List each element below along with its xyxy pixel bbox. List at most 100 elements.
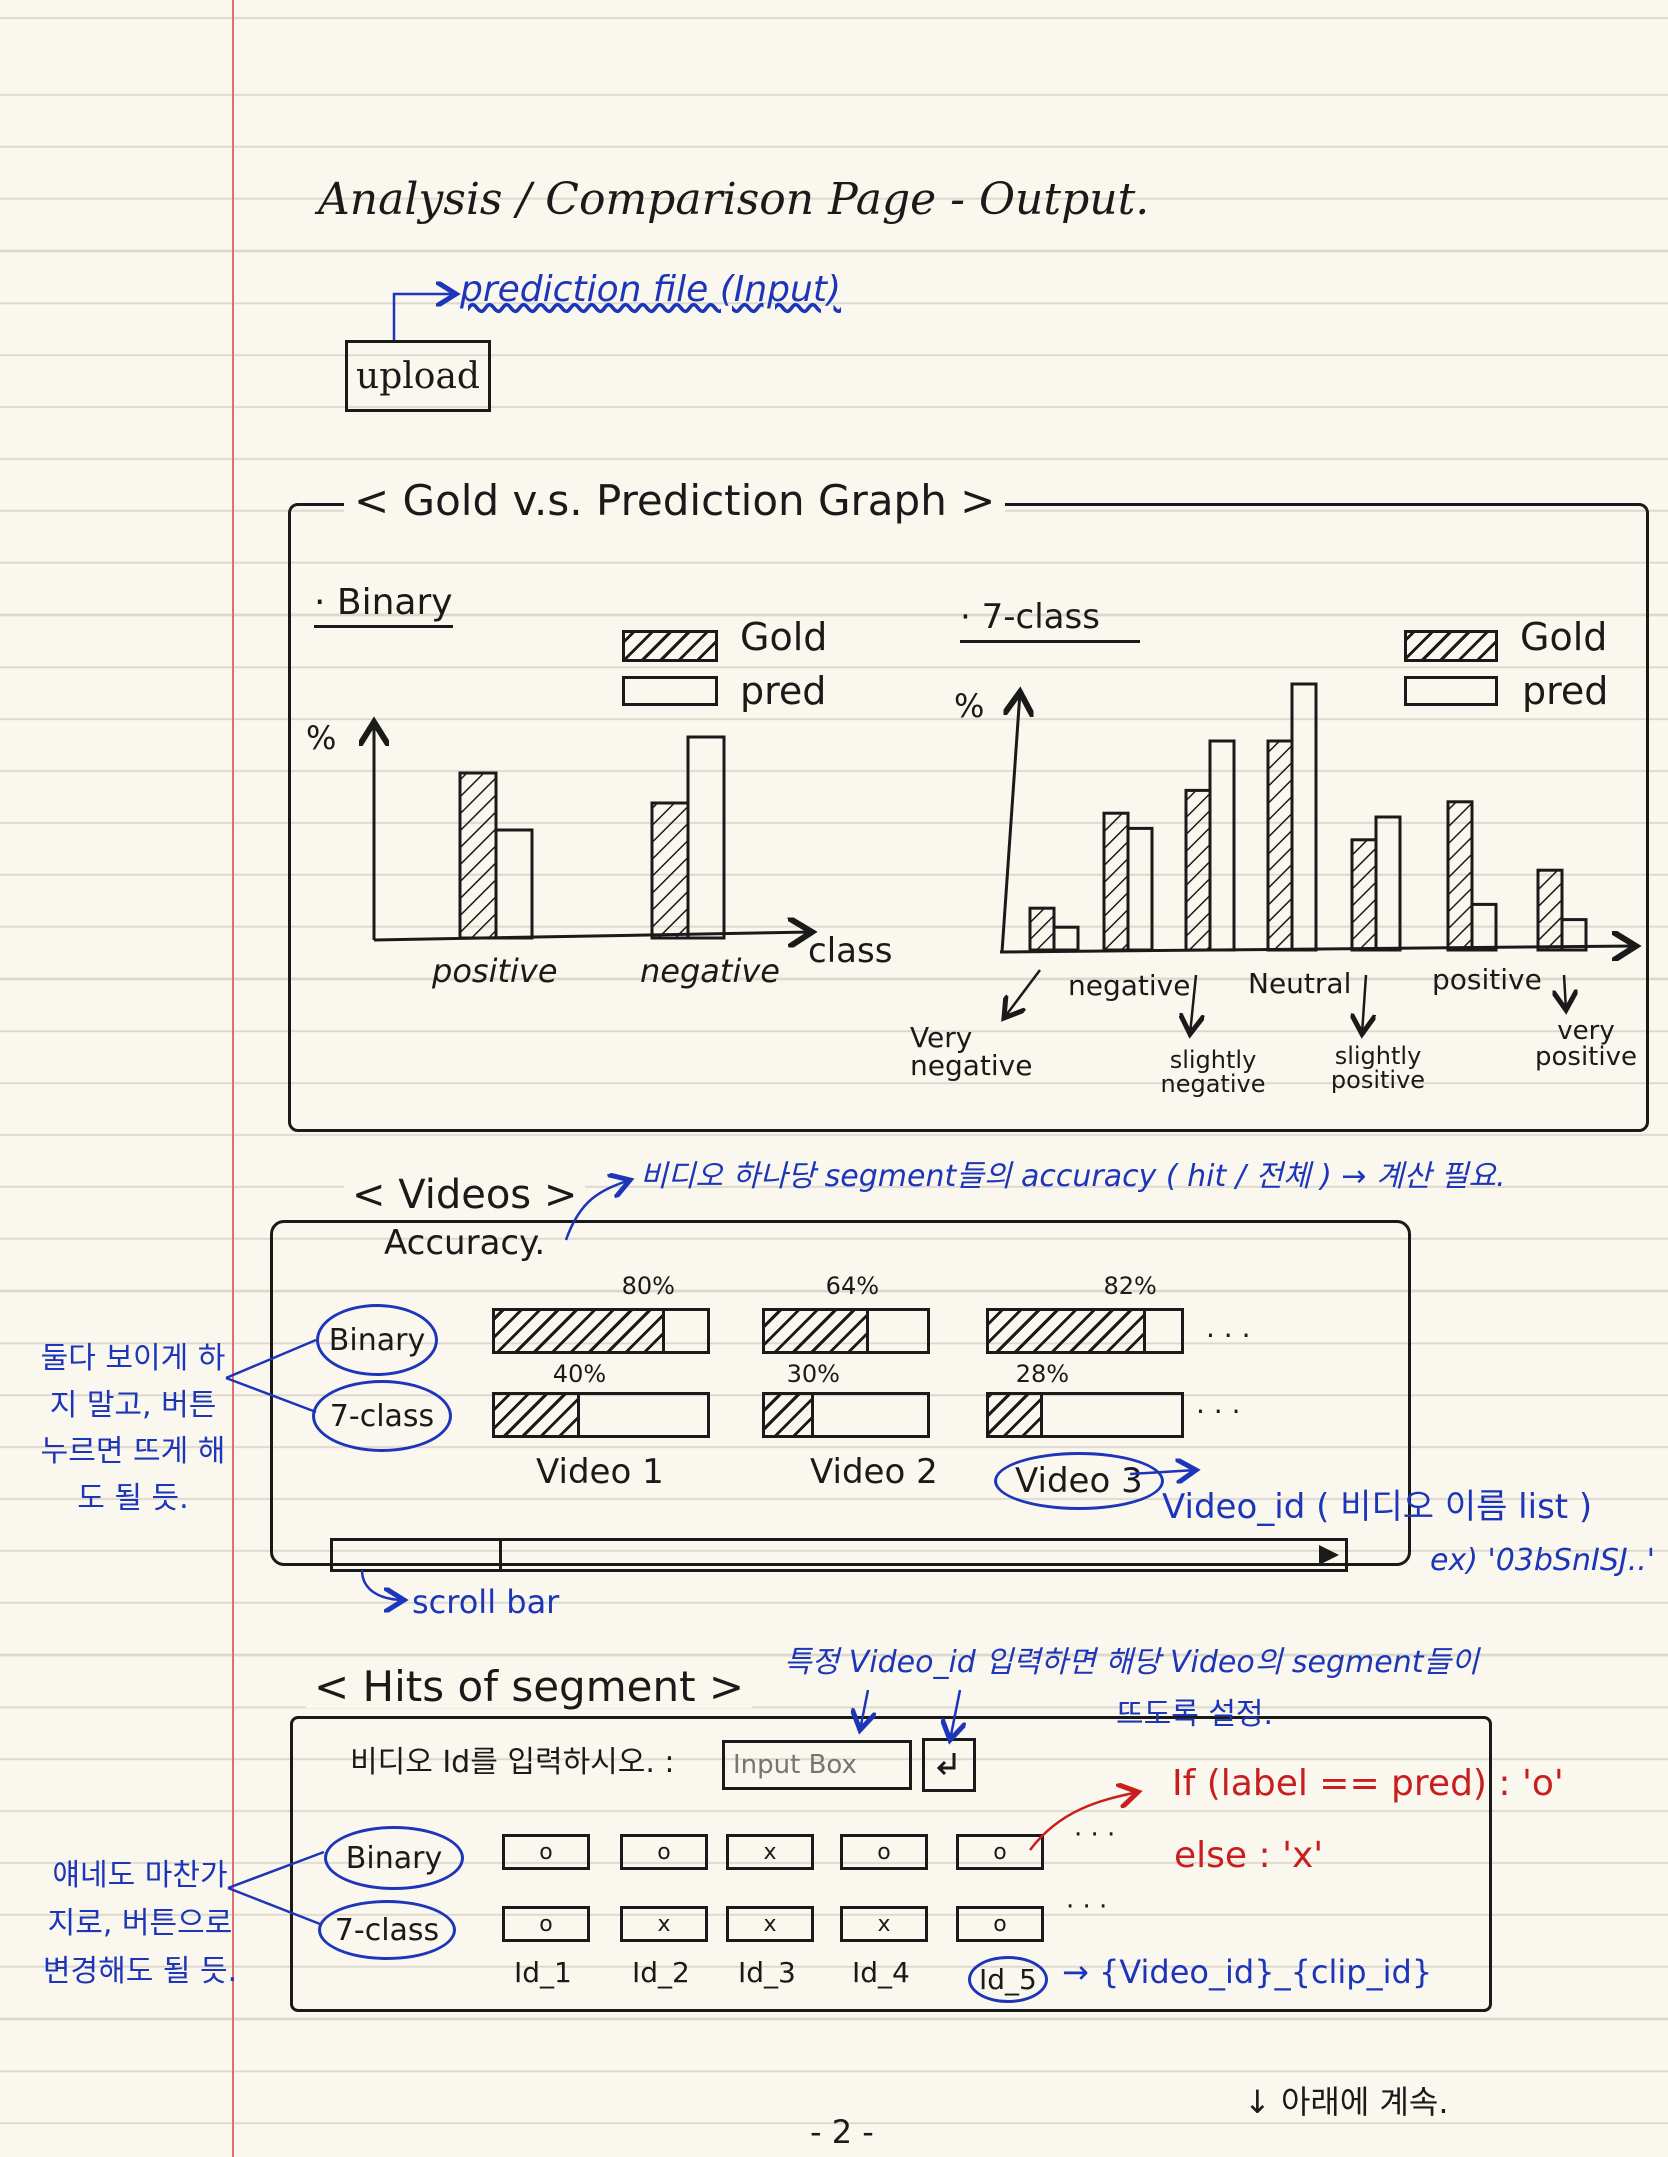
binary-hit-cell: o: [840, 1834, 928, 1870]
label-slightly-positive: slightly positive: [1330, 1042, 1426, 1094]
legend-pred-swatch: [622, 676, 718, 706]
binary-x-label: class: [808, 931, 893, 971]
bar-gold-very-positive: [1536, 868, 1564, 952]
video-id-input[interactable]: [722, 1740, 912, 1790]
hits-binary-button-label: Binary: [345, 1840, 443, 1876]
videos-seven-class-button[interactable]: 7-class: [312, 1380, 452, 1452]
hits-seven-class-button[interactable]: 7-class: [318, 1900, 456, 1960]
hits-side-note: 얘네도 마찬가지로, 버튼으로 변경해도 될 듯.: [42, 1858, 238, 1989]
binary-x-tick-positive: positive: [432, 952, 558, 990]
binary-accuracy-bar: [492, 1308, 710, 1354]
seven-accuracy-bar: [762, 1392, 930, 1438]
legend-pred-label: pred: [740, 669, 827, 713]
videos-seven-ellipsis: · · ·: [1196, 1395, 1241, 1428]
bar-gold-slightly-negative: [1184, 788, 1212, 952]
hits-note-line2: 뜨도록 설정.: [1116, 1697, 1274, 1732]
seven-hit-cell: o: [956, 1906, 1044, 1942]
bar-pred-positive: [494, 828, 534, 940]
bar-gold-negative: [650, 801, 690, 940]
bar-gold-negative: [1102, 811, 1130, 952]
binary-x-axis: [373, 932, 812, 940]
video-id-example: ex) '03bSnISJ..': [1430, 1543, 1656, 1578]
accuracy-label: Accuracy.: [384, 1223, 546, 1263]
seven-accuracy-fill: [989, 1395, 1043, 1435]
video-id-note: Video_id ( 비디오 이름 list ): [1162, 1487, 1593, 1527]
binary-hit-cell: o: [502, 1834, 590, 1870]
binary-accuracy-fill: [765, 1311, 869, 1351]
hits-binary-ellipsis: · · ·: [1074, 1820, 1116, 1850]
seven-accuracy-bar: [492, 1392, 710, 1438]
video-name-3[interactable]: Video 3: [994, 1452, 1164, 1510]
hits-note-line1: 특정 Video_id 입력하면 해당 Video의 segment들이: [784, 1645, 1479, 1680]
binary-accuracy-fill: [495, 1311, 665, 1351]
binary-accuracy-value: 64%: [825, 1272, 880, 1300]
hits-binary-button[interactable]: Binary: [324, 1826, 464, 1890]
label-very-negative: Very negative: [910, 1021, 1033, 1082]
seven-hit-cell: o: [502, 1906, 590, 1942]
videos-binary-button[interactable]: Binary: [316, 1304, 438, 1376]
rule-if: If (label == pred) : 'o': [1172, 1763, 1564, 1804]
bar-pred-Neutral: [1290, 682, 1318, 952]
page-number: - 2 -: [810, 2113, 874, 2151]
seven-accuracy-fill: [495, 1395, 580, 1435]
scrollbar-arrow: [360, 1569, 404, 1600]
seven-accuracy-fill: [765, 1395, 814, 1435]
legend-gold-swatch-7: [1404, 630, 1498, 662]
videos-side-note: 둘다 보이게 하지 말고, 버튼 누르면 뜨게 해도 될 듯.: [40, 1341, 226, 1516]
videos-section-title: < Videos >: [344, 1175, 586, 1215]
scroll-right-arrow-icon[interactable]: [1319, 1545, 1339, 1565]
legend-pred-swatch-7: [1404, 676, 1498, 706]
segment-id-2[interactable]: Id_2: [632, 1956, 690, 1989]
margin-line: [232, 0, 234, 2157]
videos-binary-ellipsis: · · ·: [1206, 1319, 1251, 1352]
pointer-slightly-positive: [1362, 974, 1366, 1034]
scrollbar-thumb[interactable]: [339, 1541, 502, 1569]
scrollbar-note: scroll bar: [412, 1583, 560, 1621]
hits-seven-ellipsis: · · ·: [1066, 1892, 1108, 1922]
binary-accuracy-fill: [989, 1311, 1147, 1351]
hits-section-title: < Hits of segment >: [306, 1666, 753, 1708]
upload-button[interactable]: upload: [345, 340, 491, 412]
seven-hit-cell: x: [620, 1906, 708, 1942]
bar-gold-positive: [458, 771, 498, 940]
id-format-note: → {Video_id}_{clip_id}: [1062, 1953, 1433, 1991]
seven-accuracy-bar: [986, 1392, 1184, 1438]
bar-gold-Neutral: [1266, 739, 1294, 952]
bar-pred-very-negative: [1052, 925, 1080, 952]
seven-accuracy-value: 30%: [786, 1360, 840, 1388]
page-title: Analysis / Comparison Page - Output.: [318, 174, 1150, 225]
label-negative: negative: [1068, 969, 1191, 1002]
videos-scrollbar[interactable]: [330, 1538, 1348, 1572]
binary-hit-cell: x: [726, 1834, 814, 1870]
segment-id-5[interactable]: Id_5: [968, 1956, 1048, 2003]
seven-accuracy-value: 40%: [552, 1360, 607, 1388]
videos-seven-class-button-label: 7-class: [329, 1398, 435, 1434]
binary-accuracy-bar: [986, 1308, 1184, 1354]
segment-id-3[interactable]: Id_3: [738, 1956, 796, 1989]
bar-pred-slightly-positive: [1374, 815, 1402, 952]
label-slightly-negative: slightly negative: [1160, 1046, 1266, 1098]
videos-binary-button-label: Binary: [328, 1322, 426, 1358]
binary-accuracy-value: 80%: [621, 1272, 675, 1300]
label-very-positive: very positive: [1535, 1016, 1637, 1072]
bar-gold-slightly-positive: [1350, 838, 1378, 952]
bar-pred-very-positive: [1560, 918, 1588, 952]
seven-accuracy-value: 28%: [1015, 1360, 1070, 1388]
binary-chart-label: · Binary: [314, 585, 453, 628]
video-id-submit-button[interactable]: [922, 1738, 976, 1792]
enter-arrow-icon: [936, 1753, 956, 1776]
legend-gold-swatch: [622, 630, 718, 662]
gold-vs-pred-charts: [0, 682, 1668, 1130]
label-positive: positive: [1432, 963, 1542, 996]
segment-id-4[interactable]: Id_4: [852, 1956, 910, 1989]
videos-accuracy-note: 비디오 하나당 segment들의 accuracy ( hit / 전체 ) …: [640, 1159, 1506, 1194]
segment-id-1[interactable]: Id_1: [514, 1956, 572, 1989]
legend-gold-label-7: Gold: [1520, 615, 1608, 659]
video-name-1[interactable]: Video 1: [536, 1452, 664, 1492]
binary-y-label: %: [306, 719, 337, 757]
video-name-2[interactable]: Video 2: [810, 1452, 938, 1492]
seven-y-label: %: [954, 687, 985, 725]
seven-y-axis: [1000, 692, 1020, 953]
label-neutral: Neutral: [1248, 967, 1352, 1000]
seven-hit-cell: x: [840, 1906, 928, 1942]
